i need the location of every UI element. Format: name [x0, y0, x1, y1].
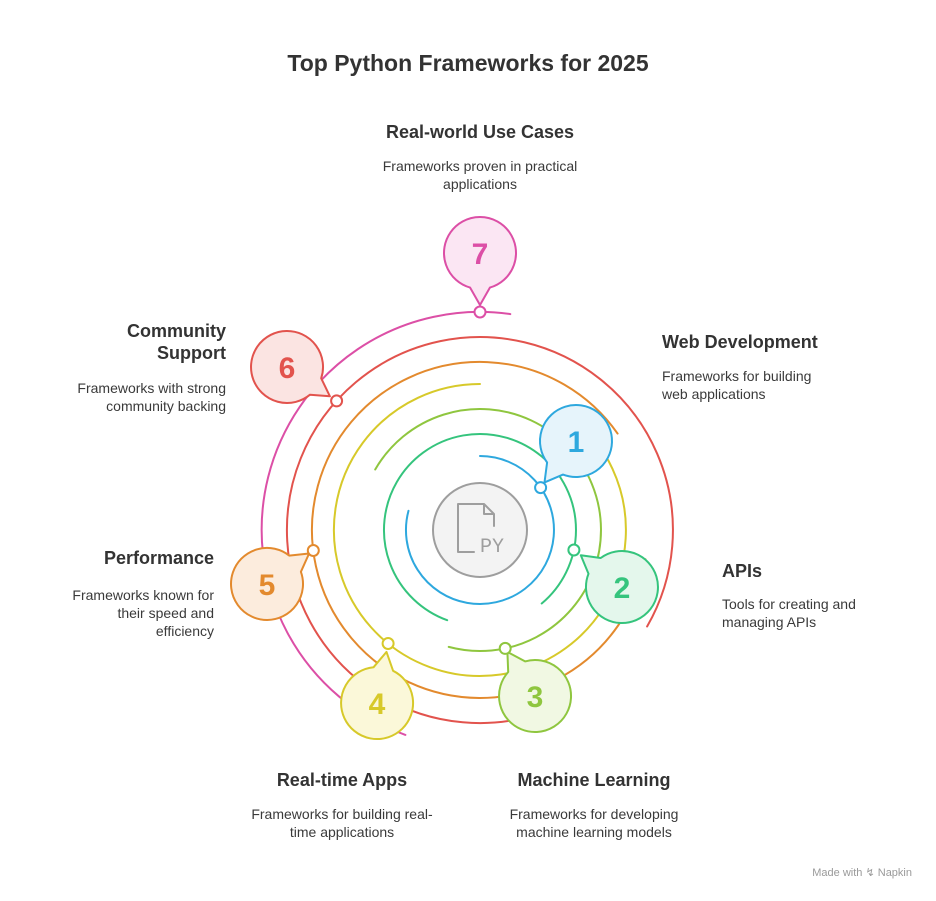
- item-6-label-line: Community: [127, 321, 226, 341]
- bubble-1: [539, 404, 613, 484]
- item-7-desc-line: applications: [443, 176, 517, 192]
- connector-dot-1: [534, 481, 548, 495]
- center-icon-label: PY: [480, 536, 504, 559]
- item-5-label: Performance: [103, 548, 214, 568]
- connector-dot-3: [498, 641, 512, 655]
- bubble-number-6: 6: [279, 352, 296, 385]
- item-2-desc-line: managing APIs: [722, 614, 817, 630]
- item-3-desc: Frameworks for developing machine learni…: [474, 805, 714, 841]
- credit-brand: Napkin: [877, 867, 912, 879]
- item-6-desc-line: Frameworks with strong: [77, 380, 226, 396]
- item-3-label: Machine Learning: [517, 770, 671, 790]
- item-7-desc-line: Frameworks proven in practical: [382, 158, 578, 174]
- python-file-icon: [457, 503, 495, 553]
- bubble-2: [579, 550, 659, 625]
- item-5-desc-line: efficiency: [155, 623, 214, 639]
- item-6-desc: Frameworks with strong community backing: [26, 379, 226, 415]
- item-4-desc-line: time applications: [289, 824, 395, 840]
- item-2-desc-line: Tools for creating and: [722, 596, 856, 612]
- center-circle: [432, 482, 528, 578]
- item-7-label: Real-world Use Cases: [385, 122, 575, 142]
- connector-dot-6: [330, 394, 344, 408]
- item-5-desc-line: Frameworks known for: [72, 587, 214, 603]
- item-2-label: APIs: [722, 561, 763, 581]
- ring-arc-7: [260, 311, 512, 736]
- connector-dot-5: [306, 544, 320, 557]
- napkin-logo-icon: ↯: [865, 867, 875, 879]
- bubble-number-5: 5: [259, 569, 276, 602]
- ring-arc-4: [332, 383, 627, 677]
- item-1-desc-line: Frameworks for building: [662, 368, 812, 384]
- connector-dot-7: [473, 305, 487, 319]
- bubble-number-4: 4: [369, 688, 386, 721]
- ring-arc-3: [374, 408, 602, 652]
- bubble-number-3: 3: [527, 681, 544, 714]
- bubble-number-1: 1: [568, 426, 585, 459]
- connector-dot-2: [567, 543, 581, 557]
- napkin-credit: Made with ↯ Napkin: [812, 866, 912, 879]
- item-3-desc-line: machine learning models: [516, 824, 672, 840]
- bubble-7: [443, 215, 517, 306]
- item-5-desc: Frameworks known for their speed and eff…: [14, 586, 214, 640]
- bubble-5: [230, 546, 311, 621]
- item-3-desc-line: Frameworks for developing: [509, 806, 679, 822]
- item-4-label: Real-time Apps: [276, 770, 408, 790]
- item-6-desc-line: community backing: [106, 398, 226, 414]
- item-1-desc: Frameworks for building web applications: [662, 367, 811, 403]
- item-6-label-line: Support: [157, 343, 226, 363]
- bubble-6: [250, 329, 331, 404]
- bubble-3: [498, 650, 572, 733]
- item-4-desc: Frameworks for building real- time appli…: [222, 805, 462, 841]
- connector-dot-4: [381, 637, 395, 650]
- bubble-4: [340, 650, 415, 740]
- bubble-number-7: 7: [472, 238, 489, 271]
- credit-prefix: Made with: [812, 867, 863, 879]
- item-6-label: Community Support: [26, 320, 226, 364]
- bubble-number-2: 2: [614, 572, 631, 605]
- item-1-label: Web Development: [662, 332, 818, 352]
- item-5-desc-line: their speed and: [117, 605, 214, 621]
- item-1-desc-line: web applications: [662, 386, 766, 402]
- ring-arc-1: [404, 455, 555, 605]
- item-2-desc: Tools for creating and managing APIs: [722, 595, 856, 631]
- page-title: Top Python Frameworks for 2025: [287, 50, 649, 76]
- ring-arc-2: [383, 432, 577, 622]
- item-7-desc: Frameworks proven in practical applicati…: [330, 157, 630, 193]
- item-4-desc-line: Frameworks for building real-: [251, 806, 433, 822]
